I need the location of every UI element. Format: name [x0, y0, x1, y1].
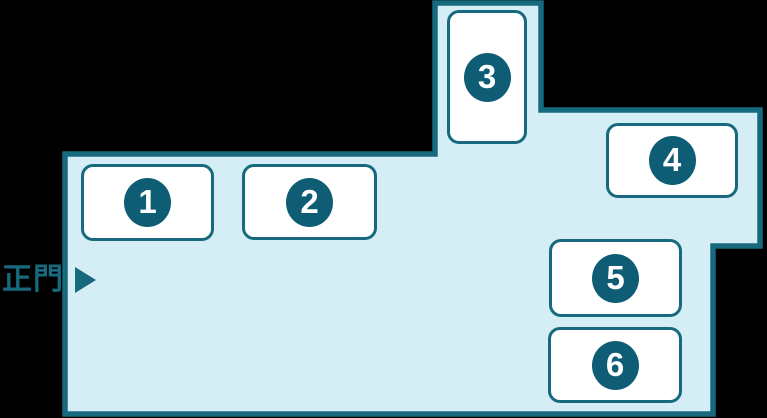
building-box-5: 5 [549, 239, 682, 317]
main-gate: 正門 [2, 263, 96, 296]
building-number-marker: 2 [286, 177, 333, 227]
building-number-marker: 1 [124, 178, 171, 227]
building-number: 4 [662, 141, 682, 178]
building-number: 6 [605, 345, 625, 383]
building-number-marker: 3 [463, 52, 511, 102]
building-number: 1 [138, 183, 157, 220]
building-number: 2 [300, 182, 319, 220]
building-number: 5 [606, 258, 625, 296]
building-number-marker: 4 [648, 136, 696, 185]
main-gate-label: 正門 [2, 263, 64, 296]
building-number: 3 [477, 57, 497, 95]
building-number-marker: 6 [591, 340, 639, 390]
building-box-1: 1 [81, 164, 214, 241]
building-box-3: 3 [447, 10, 527, 144]
building-number-marker: 5 [592, 253, 639, 303]
building-box-2: 2 [242, 164, 377, 240]
gate-arrow-icon [75, 266, 96, 293]
building-box-4: 4 [606, 123, 738, 198]
building-box-6: 6 [548, 327, 682, 403]
